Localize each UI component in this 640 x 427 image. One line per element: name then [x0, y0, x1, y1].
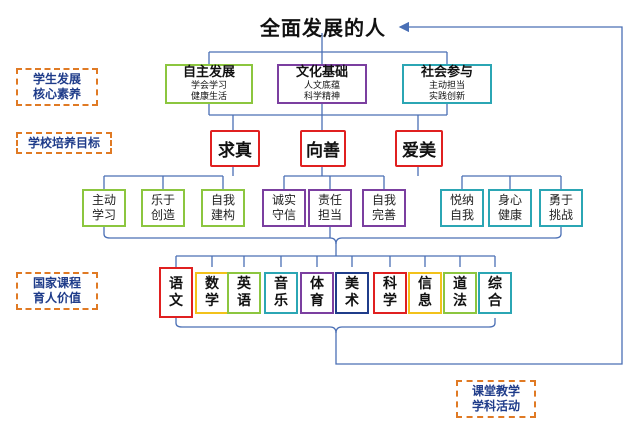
subgoal-box: 悦纳自我 [440, 189, 484, 227]
subject-box-math: 数学 [195, 272, 229, 314]
subgoal-box: 主动学习 [82, 189, 126, 227]
subject-box-art: 美术 [335, 272, 369, 314]
core-box-social-participation: 社会参与 主动担当 实践创新 [402, 64, 492, 104]
core-box-autonomous-development: 自主发展 学会学习 健康生活 [165, 64, 253, 104]
subject-box-chinese: 语文 [159, 267, 193, 318]
subject-box-morality-law: 道法 [443, 272, 477, 314]
goal-box-pursue-goodness: 向善 [300, 130, 346, 167]
subgoal-box: 勇于挑战 [539, 189, 583, 227]
side-label-activities: 课堂教学 学科活动 [456, 380, 536, 418]
subgoal-box: 自我建构 [201, 189, 245, 227]
core-box-cultural-foundation: 文化基础 人文底蕴 科学精神 [277, 64, 367, 104]
diagram-title: 全面发展的人 [260, 16, 386, 40]
goal-box-love-beauty: 爱美 [395, 130, 443, 167]
goal-box-seek-truth: 求真 [210, 130, 260, 167]
subgoal-box: 乐于创造 [141, 189, 185, 227]
subgoal-box: 自我完善 [362, 189, 406, 227]
side-label-curriculum: 国家课程 育人价值 [16, 272, 98, 310]
subject-box-science: 科学 [373, 272, 407, 314]
subject-box-comprehensive: 综合 [478, 272, 512, 314]
subgoal-box: 诚实守信 [262, 189, 306, 227]
subject-box-pe: 体育 [300, 272, 334, 314]
subject-box-english: 英语 [227, 272, 261, 314]
side-label-school-goals: 学校培养目标 [16, 132, 112, 154]
subgoal-box: 身心健康 [488, 189, 532, 227]
subject-box-music: 音乐 [264, 272, 298, 314]
subgoal-box: 责任担当 [308, 189, 352, 227]
side-label-core-literacy: 学生发展 核心素养 [16, 68, 98, 106]
subject-box-it: 信息 [408, 272, 442, 314]
